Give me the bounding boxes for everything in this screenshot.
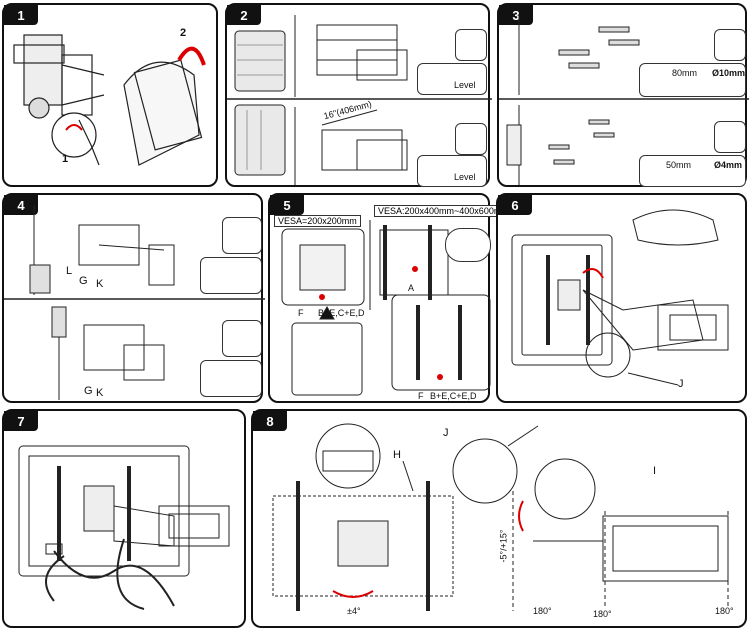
label-f-1: F: [298, 308, 304, 318]
label-g: G: [79, 275, 88, 287]
wood-stud-icon: [234, 104, 286, 176]
label-l: L: [66, 265, 73, 277]
drill-bit-box-2: [714, 121, 746, 153]
step-2-panel: 2 Level 16"(406mm) Level: [225, 3, 492, 187]
step-number: 3: [499, 5, 533, 25]
rotate-range: ±4°: [347, 606, 361, 616]
step-5-illustration: [281, 220, 491, 396]
label-a: A: [408, 283, 415, 293]
step-8-illustration: [272, 423, 729, 611]
depth-concrete: 50mm: [666, 160, 692, 170]
drill-depth-box-concrete: 50mm Ø4mm: [639, 155, 746, 187]
step-number: 2: [227, 5, 261, 25]
step-4-panel: 4 L G K G K: [2, 193, 265, 403]
step-number: 6: [498, 195, 532, 215]
step-4-illustration: [4, 205, 265, 400]
step-1-illustration: [13, 34, 206, 166]
level-detail-box-2: Level: [417, 155, 487, 187]
drill-depth-box-wood: 80mm Ø10mm: [639, 63, 746, 97]
step-6-panel: 6 J: [496, 193, 747, 403]
screw-detail-circle: [445, 228, 491, 262]
swivel-1: 180°: [533, 606, 552, 616]
swivel-2: 180°: [593, 609, 612, 619]
label-j: J: [678, 378, 684, 390]
label-be-1: B+E,C+E,D: [318, 308, 365, 318]
label-j: J: [443, 427, 449, 439]
step-number: 8: [253, 411, 287, 431]
step-number: 1: [4, 5, 38, 25]
step-2-illustration: [227, 15, 492, 185]
drill-bit-box: [714, 29, 746, 61]
step-5-panel: 5 VESA=200x200mm VESA:200x400mm~400x600m…: [268, 193, 513, 403]
step-3-illustration: [499, 15, 749, 185]
step-6-illustration: [511, 209, 729, 386]
bolt-detail-box: [200, 257, 262, 294]
label-i: I: [653, 465, 657, 477]
step-7-panel: 7: [2, 409, 246, 628]
step-8-panel: 8 H J I -5°/+15° ±4° 180° 180° 180°: [251, 409, 747, 628]
anchor-detail-box: [222, 217, 262, 254]
arrow-label-1: 1: [62, 153, 69, 165]
label-k-bottom: K: [96, 387, 104, 399]
step-number: 4: [4, 195, 38, 215]
label-k: K: [96, 278, 104, 290]
step-1-panel: 1 1 2: [2, 3, 218, 187]
step-number: 7: [4, 411, 38, 431]
level-label: Level: [454, 80, 476, 90]
vesa-small-label: VESA=200x200mm: [274, 215, 361, 227]
label-be-2: B+E,C+E,D: [430, 391, 477, 401]
drill-detail-box-2: [455, 123, 487, 155]
level-detail-box: Level: [417, 63, 487, 95]
step-number: 5: [270, 195, 304, 215]
tilt-range: -5°/+15°: [498, 529, 509, 563]
label-f-2: F: [418, 391, 424, 401]
label-h: H: [393, 449, 401, 461]
brick-wall-icon: [234, 30, 286, 92]
arrow-label-2: 2: [180, 27, 187, 39]
step-3-panel: 3 80mm Ø10mm 50mm Ø4mm: [497, 3, 749, 187]
drill-detail-box: [455, 29, 487, 61]
label-g-bottom: G: [84, 385, 93, 397]
depth-wood: 80mm: [672, 68, 698, 78]
lag-bolt-detail-box: [222, 320, 262, 357]
drill-wood: Ø10mm: [712, 68, 746, 78]
step-7-illustration: [18, 445, 230, 610]
washer-detail-box: [200, 360, 262, 397]
swivel-3: 180°: [715, 606, 734, 616]
drill-concrete: Ø4mm: [714, 160, 743, 170]
level-label-2: Level: [454, 172, 476, 182]
